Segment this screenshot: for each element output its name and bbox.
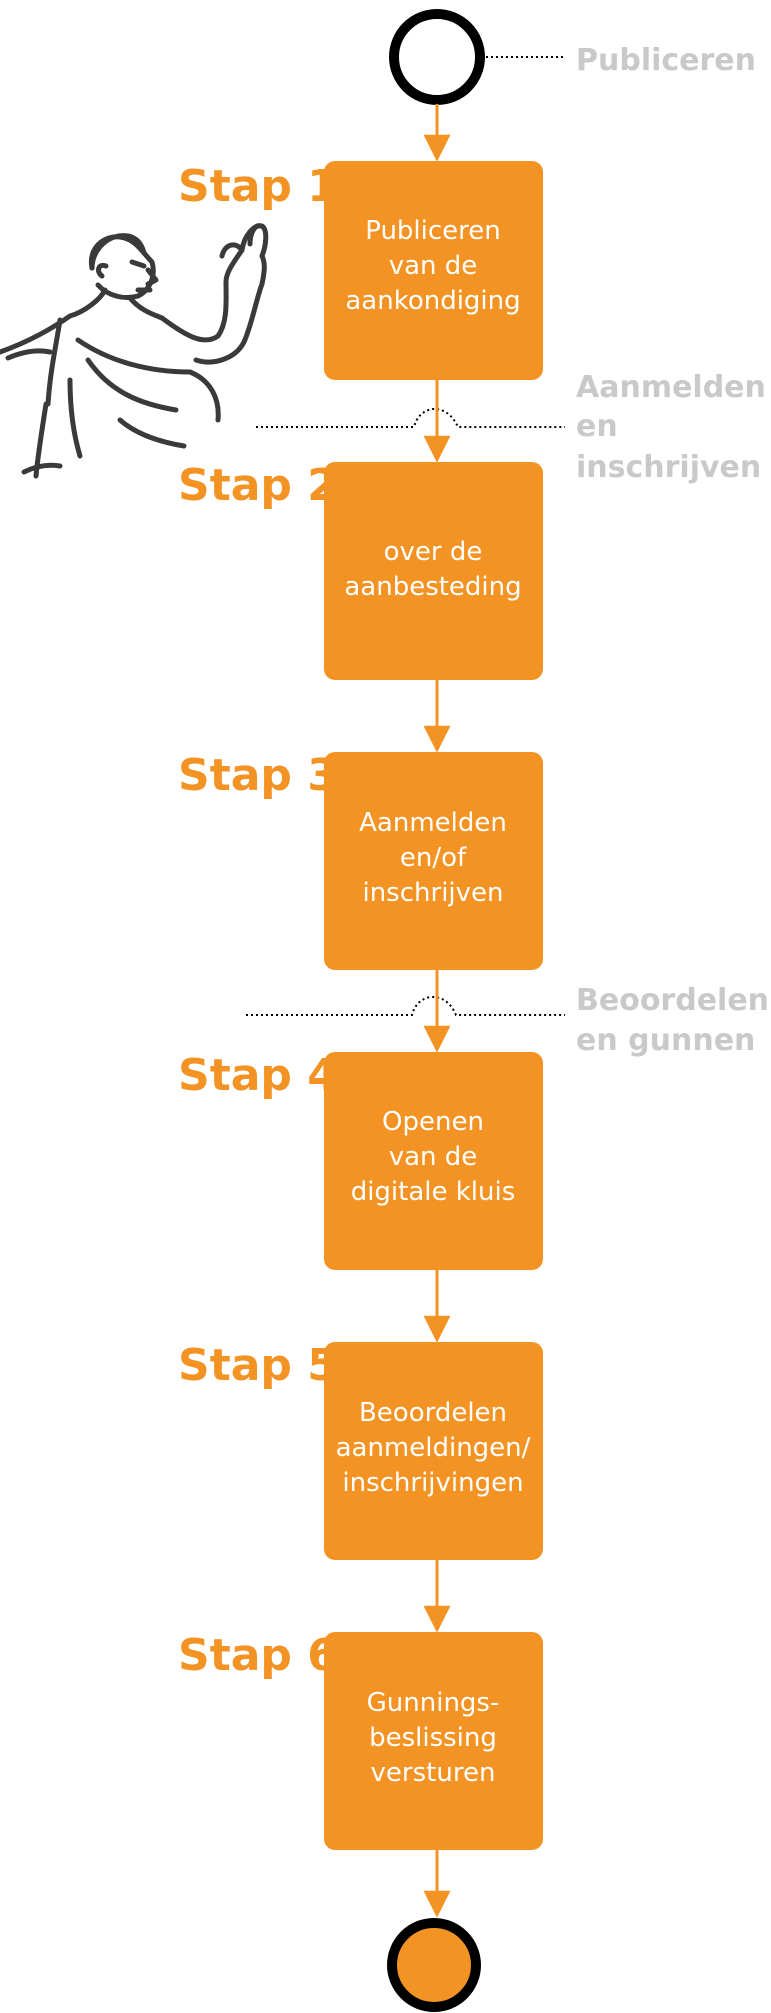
step-4-box [324,1052,543,1270]
phase-label-3: Beoordelen en gunnen [576,983,769,1058]
step-6-text-line-1: Gunnings- [367,1688,500,1718]
step-5-text-line-3: inschrijvingen [342,1468,523,1498]
step-6-label: Stap 6 [178,1630,338,1681]
pointing-man-sketch [0,223,269,479]
phase-label-2-line-1: Aanmelden [576,370,766,405]
step-2-label: Stap 2 [178,460,338,511]
step-3-label: Stap 3 [178,750,338,801]
step-2-box [324,462,543,680]
phase-separator-2 [256,407,565,428]
step-6-text-line-2: beslissing [369,1723,497,1753]
step-6: Stap 6 Gunnings- beslissing versturen [178,1630,543,1850]
step-2-text-line-2: aanbesteding [344,572,521,602]
step-6-box [324,1632,543,1850]
step-4: Stap 4 Openen van de digitale kluis [178,1050,543,1270]
end-node [387,1918,481,2012]
step-4-text-line-3: digitale kluis [351,1177,516,1207]
step-4-text-line-2: van de [389,1142,478,1172]
step-1-box [324,161,543,380]
step-3: Stap 3 Aanmelden en/of inschrijven [178,750,543,970]
step-1: Stap 1 Publiceren van de aankondiging [178,161,543,380]
step-5-text-line-1: Beoordelen [359,1398,507,1428]
step-3-box [324,752,543,970]
step-4-label: Stap 4 [178,1050,338,1101]
step-5-label: Stap 5 [178,1340,338,1391]
phase-label-3-line-2: en gunnen [576,1023,755,1058]
step-6-text-line-3: versturen [371,1758,496,1788]
phase-label-2: Aanmelden en inschrijven [576,370,766,485]
phase-label-2-line-3: inschrijven [576,450,761,485]
phase-separator-3 [246,995,565,1016]
step-5: Stap 5 Beoordelen aanmeldingen/ inschrij… [178,1340,543,1560]
step-3-text-line-1: Aanmelden [359,808,507,838]
phase-label-1-line-1: Publiceren [576,43,756,78]
step-3-text-line-2: en/of [400,843,467,873]
step-5-text-line-2: aanmeldingen/ [336,1433,531,1463]
step-1-text-line-1: Publiceren [365,216,501,246]
step-1-text-line-2: van de [389,251,478,281]
step-2: Stap 2 over de aanbesteding [178,460,543,680]
step-1-label: Stap 1 [178,161,338,212]
start-node [389,9,485,105]
step-3-text-line-3: inschrijven [362,878,503,908]
step-4-text-line-1: Openen [382,1107,484,1137]
phase-label-2-line-2: en [576,409,618,444]
step-5-box [324,1342,543,1560]
phase-label-3-line-1: Beoordelen [576,983,769,1018]
phase-label-1: Publiceren [576,43,756,78]
step-1-text-line-3: aankondiging [345,286,520,316]
step-2-text-line-1: over de [384,537,483,567]
